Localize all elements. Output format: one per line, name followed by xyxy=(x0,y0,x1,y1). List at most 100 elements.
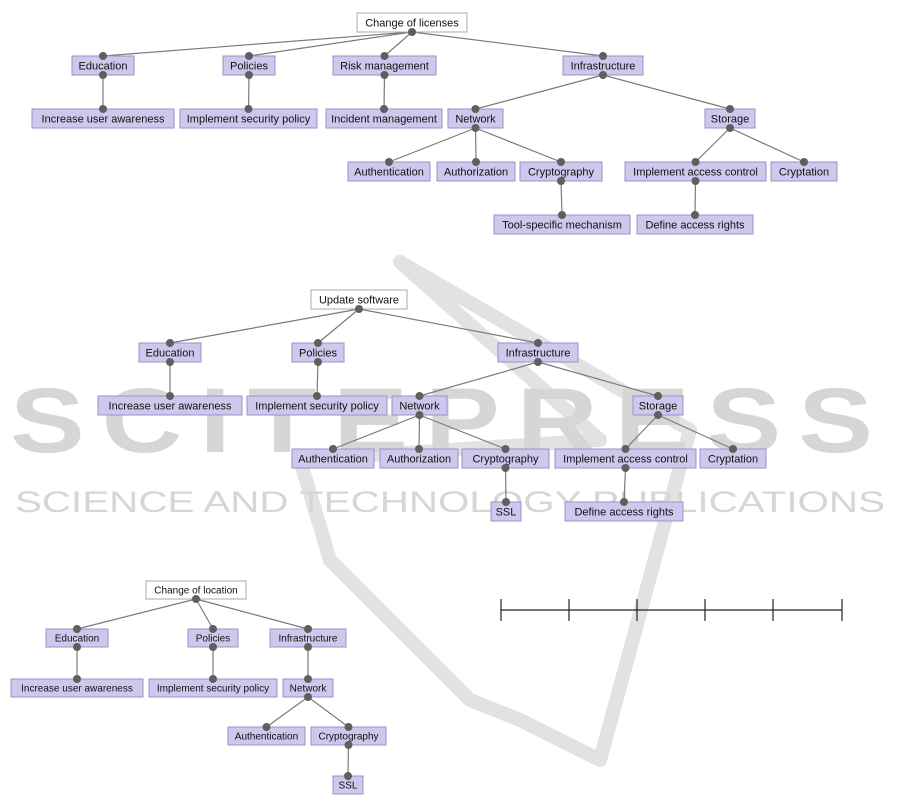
tree-edge xyxy=(347,744,350,777)
connector-dot xyxy=(620,498,628,506)
tree-node-label: SSL xyxy=(496,506,517,518)
tree-edge xyxy=(419,361,539,397)
tree-node-label: Implement access control xyxy=(563,453,688,465)
tree-edge xyxy=(475,127,562,163)
connector-dot xyxy=(415,445,423,453)
tree-node-label: Authentication xyxy=(298,453,368,465)
tree-node-label: Authorization xyxy=(444,166,508,178)
tree-node-label: Policies xyxy=(299,347,337,359)
tree-node: Authorization xyxy=(436,161,516,182)
connector-dot xyxy=(73,675,81,683)
tree-edge xyxy=(248,31,413,57)
connector-dot xyxy=(800,158,808,166)
connector-dot xyxy=(729,445,737,453)
tree-node-label: Define access rights xyxy=(574,506,674,518)
tree-node: Policies xyxy=(291,342,345,363)
tree-edge xyxy=(332,414,420,450)
tree-edge xyxy=(316,361,319,397)
connector-dot xyxy=(691,177,700,185)
connector-dot xyxy=(244,105,253,113)
tree-edge xyxy=(729,127,805,163)
tree-node: Authentication xyxy=(347,161,431,182)
tree-node-label: Increase user awareness xyxy=(21,684,133,695)
connector-dot xyxy=(415,392,424,400)
connector-dot xyxy=(471,105,480,113)
tree-node-label: Risk management xyxy=(340,60,429,72)
tree-node-label: Network xyxy=(399,400,440,412)
tree-node-label: SSL xyxy=(339,781,358,792)
tree-edge xyxy=(195,598,309,630)
tree-node: Incident management xyxy=(325,108,443,129)
root-node: Change of licenses xyxy=(356,12,468,33)
tree-node-label: Cryptography xyxy=(528,166,595,178)
connector-dot xyxy=(599,71,607,79)
tree-node-label: Infrastructure xyxy=(571,60,636,72)
tree-edge xyxy=(102,31,413,57)
tree-node-label: Storage xyxy=(639,400,678,412)
tree-node: Increase user awareness xyxy=(31,108,175,129)
tree-node: Risk management xyxy=(332,55,437,76)
connector-dot xyxy=(344,723,353,731)
tree-node-label: Education xyxy=(79,60,128,72)
tree-node-label: Incident management xyxy=(331,113,437,125)
dots xyxy=(73,28,808,780)
tree-edge xyxy=(247,74,250,110)
tree-node-label: Define access rights xyxy=(645,219,745,231)
tree-node: Define access rights xyxy=(564,501,684,522)
tree-node-label: Implement access control xyxy=(633,166,758,178)
connector-dot xyxy=(304,693,312,701)
connector-dot xyxy=(380,71,389,79)
connector-dot xyxy=(192,595,200,603)
connector-dot xyxy=(313,392,321,400)
connector-dot xyxy=(344,741,353,749)
connector-dot xyxy=(99,105,107,113)
tree-edge xyxy=(419,414,506,450)
connector-dot xyxy=(245,71,253,79)
connector-dot xyxy=(314,358,322,366)
connector-dot xyxy=(262,723,271,731)
tree-node-label: Cryptography xyxy=(318,732,378,743)
connector-dot xyxy=(209,675,217,683)
tree-edge xyxy=(195,598,214,630)
connector-dot xyxy=(314,339,322,347)
watermark-subtitle: SCIENCE AND TECHNOLOGY PUBLICATIONS xyxy=(15,486,885,519)
tree-node-label: Infrastructure xyxy=(279,634,338,645)
connector-dot xyxy=(654,392,662,400)
root-node-label: Change of location xyxy=(154,586,237,597)
tree-node-label: Implement security policy xyxy=(157,684,269,695)
connector-dot xyxy=(726,105,734,113)
tree-node: Infrastructure xyxy=(497,342,579,363)
tree-node-label: Tool-specific mechanism xyxy=(502,219,622,231)
connector-dot xyxy=(380,105,388,113)
tree-edge xyxy=(384,31,413,57)
connector-dot xyxy=(502,498,510,506)
connector-dot xyxy=(534,358,542,366)
tree-edge xyxy=(169,308,360,344)
tree-node: Cryptography xyxy=(461,448,550,469)
tree-node-label: Increase user awareness xyxy=(42,113,165,125)
tree-node: Implement security policy xyxy=(246,395,388,416)
tree-node-label: Implement security policy xyxy=(255,400,379,412)
connector-dot xyxy=(691,211,699,219)
tree-edge xyxy=(307,696,349,728)
root-node-label: Change of licenses xyxy=(365,17,459,29)
connector-dot xyxy=(415,411,424,419)
tree-edge xyxy=(695,127,731,163)
connector-dot xyxy=(245,52,253,60)
connector-dot xyxy=(621,464,630,472)
connector-dot xyxy=(472,158,480,166)
connector-dot xyxy=(501,464,510,472)
edges xyxy=(76,31,805,777)
connector-dot xyxy=(534,339,542,347)
connector-dot xyxy=(355,305,363,313)
tree-node: Authorization xyxy=(379,448,459,469)
tree-edge xyxy=(411,31,604,57)
tree-node-label: Authorization xyxy=(387,453,451,465)
connector-dot xyxy=(654,411,662,419)
tree-edge xyxy=(317,308,360,344)
connector-dot xyxy=(209,643,217,651)
connector-dot xyxy=(166,392,174,400)
tree-node: Increase user awareness xyxy=(97,395,243,416)
tree-edge xyxy=(694,180,697,216)
